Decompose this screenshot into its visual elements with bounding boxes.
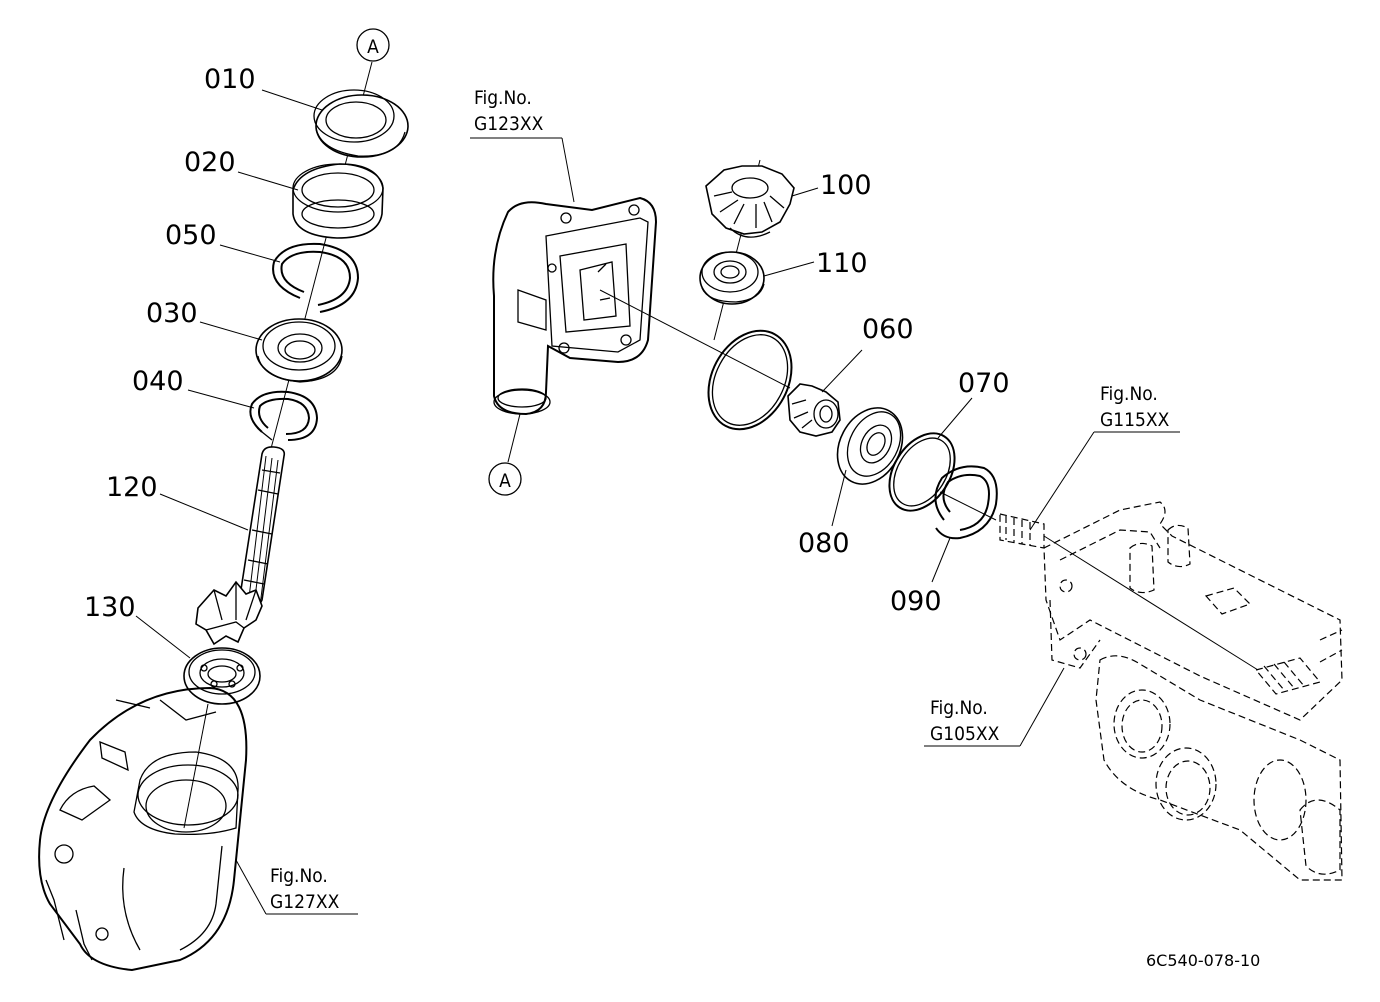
fig-ref-g127: Fig.No. G127XX: [235, 859, 358, 915]
part-090-snap-ring: [934, 465, 998, 540]
part-label-130: 130: [84, 592, 136, 623]
part-label-090: 090: [890, 586, 942, 617]
part-040-snap-ring: [249, 390, 319, 441]
part-label-080: 080: [798, 528, 850, 559]
housing-g123: [492, 196, 658, 416]
leader-030: [199, 321, 263, 341]
fig-ref-g105-code: G105XX: [930, 723, 1000, 745]
part-label-070: 070: [958, 368, 1010, 399]
part-label-110: 110: [816, 248, 868, 279]
part-020-bearing: [292, 163, 384, 239]
leader-110: [763, 261, 815, 277]
fig-ref-g123-code: G123XX: [474, 113, 544, 135]
marker-a-top: A: [356, 28, 390, 62]
marker-a-top-label: A: [367, 36, 379, 58]
housing-g115-g105: [999, 501, 1343, 881]
fig-ref-g127-code: G127XX: [270, 891, 340, 913]
part-130-bearing: [183, 647, 261, 705]
assembly-axis: [599, 289, 791, 389]
left-assembly: [38, 61, 409, 972]
housing-g127: [38, 686, 248, 972]
part-label-010: 010: [204, 64, 256, 95]
leader-070: [937, 397, 973, 439]
leader-120: [159, 493, 249, 531]
leader-060: [821, 349, 863, 393]
part-030-bearing: [255, 318, 343, 383]
fig-ref-g123-prefix: Fig.No.: [474, 87, 532, 109]
drawing-code: 6C540-078-10: [1146, 951, 1260, 970]
leader-130: [135, 615, 191, 659]
part-060-pinion: [787, 383, 841, 437]
fig-ref-g115: Fig.No. G115XX: [1029, 383, 1180, 531]
fig-ref-g105: Fig.No. G105XX: [924, 667, 1065, 747]
part-label-060: 060: [862, 314, 914, 345]
marker-a-bottom: A: [488, 413, 522, 496]
fig-ref-g123: Fig.No. G123XX: [470, 87, 575, 203]
marker-a-bottom-label: A: [499, 470, 511, 492]
leader-080: [831, 469, 847, 527]
fig-ref-g127-prefix: Fig.No.: [270, 865, 328, 887]
leader-100: [791, 187, 819, 197]
o-ring: [707, 329, 793, 431]
part-080-bearing: [836, 407, 904, 485]
part-050-snap-ring: [272, 242, 360, 313]
fig-ref-g115-code: G115XX: [1100, 409, 1170, 431]
part-label-040: 040: [132, 366, 184, 397]
part-100-bevel-gear: [705, 165, 795, 238]
part-label-120: 120: [106, 472, 158, 503]
fig-ref-g105-prefix: Fig.No.: [930, 697, 988, 719]
leader-020: [237, 171, 299, 191]
leader-050: [219, 244, 281, 263]
leader-010: [261, 89, 323, 111]
leader-090: [931, 537, 951, 583]
part-label-020: 020: [184, 147, 236, 178]
part-110-bearing: [699, 251, 765, 305]
part-label-100: 100: [820, 170, 872, 201]
part-label-030: 030: [146, 298, 198, 329]
part-010-collar: [313, 89, 409, 158]
leader-040: [187, 389, 255, 409]
fig-ref-g115-prefix: Fig.No.: [1100, 383, 1158, 405]
part-label-050: 050: [165, 220, 217, 251]
part-120-shaft: [195, 446, 286, 646]
